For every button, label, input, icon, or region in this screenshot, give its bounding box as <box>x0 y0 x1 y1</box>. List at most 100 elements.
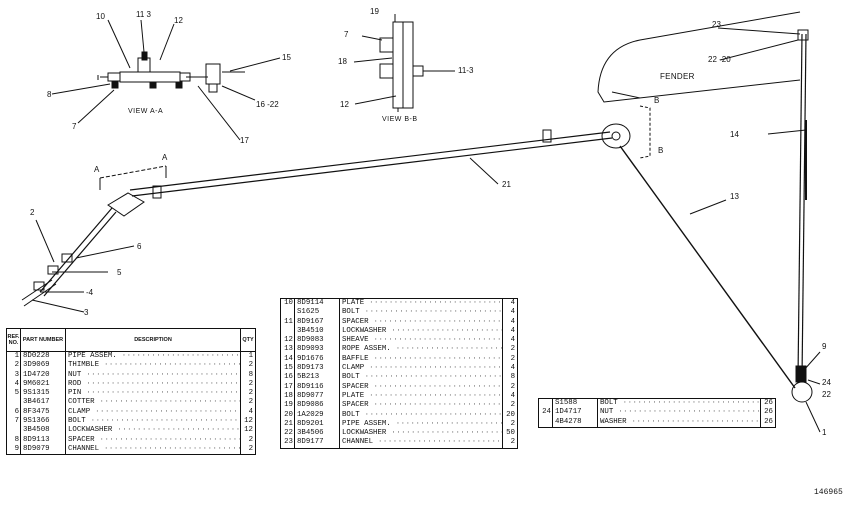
part-number-cell: 4B4278 <box>553 417 598 427</box>
ref-cell: 18 <box>281 391 295 402</box>
callout-4: -4 <box>86 288 94 297</box>
description-cell: THIMBLE ································… <box>66 361 241 371</box>
callout-9: 9 <box>822 342 827 351</box>
dot-leader: ········································ <box>103 444 240 453</box>
part-number-cell: 3B4506 <box>295 429 340 439</box>
callout-21: 21 <box>502 180 511 189</box>
description-cell: ROPE ASSEM. ····························… <box>340 345 503 355</box>
header-description: DESCRIPTION <box>66 329 241 351</box>
qty-cell: 4 <box>510 308 515 317</box>
ref-cell <box>7 398 21 408</box>
qty-cell: 26 <box>764 417 773 426</box>
view-aa-label: VIEW A-A <box>128 108 164 115</box>
part-number-cell: 3B4510 <box>295 326 340 337</box>
callout-a-left: A <box>94 165 100 174</box>
part-number-cell: 3B4617 <box>21 398 66 408</box>
part-number-cell: 8D9116 <box>295 382 340 392</box>
description-cell: SPACER ·································… <box>66 435 241 445</box>
dot-leader: ········································ <box>86 370 240 379</box>
qty-cell: 12 <box>244 426 253 435</box>
description-cell: BOLT ···································… <box>340 308 503 318</box>
dot-leader: ········································ <box>395 419 502 428</box>
description-cell: SHEAVE ·································… <box>340 336 503 346</box>
dot-leader: ········································ <box>369 299 503 307</box>
lower-rod-assembly <box>21 207 135 313</box>
callout-19: 19 <box>370 7 379 16</box>
callout-11-3b: 11-3 <box>458 66 474 75</box>
qty-cell: 4 <box>510 299 515 307</box>
description-cell: PIPE ASSEM. ····························… <box>66 352 241 362</box>
header-part-number: PART NUMBER <box>21 329 66 351</box>
description-cell: CHANNEL ································… <box>66 444 241 455</box>
callout-12: 12 <box>174 16 183 25</box>
ref-cell: 1 <box>7 352 21 362</box>
dot-leader: ········································ <box>364 373 503 382</box>
ref-cell: 9 <box>7 444 21 455</box>
callout-8: 8 <box>47 90 52 99</box>
dot-leader: ········································ <box>99 398 240 407</box>
part-number-cell: 9D1676 <box>295 354 340 365</box>
dot-leader: ········································ <box>117 426 241 435</box>
callout-b-top: B <box>654 96 660 105</box>
part-number-cell: 9S1366 <box>21 417 66 427</box>
part-number-cell: 8D9079 <box>21 444 66 455</box>
qty-cell: 2 <box>248 379 253 388</box>
callout-18: 18 <box>338 57 347 66</box>
description-cell: LOCKWASHER ·····························… <box>340 326 503 337</box>
part-number-cell: 8D0228 <box>21 352 66 362</box>
dot-leader: ········································ <box>395 345 502 354</box>
description-cell: BAFFLE ·································… <box>340 354 503 365</box>
ref-cell: 23 <box>281 438 295 448</box>
table-header: REF. NO. PART NUMBER DESCRIPTION QTY <box>7 329 255 352</box>
ref-cell: 11 <box>281 317 295 327</box>
part-number-cell: 8D9173 <box>295 364 340 374</box>
callout-b-bottom: B <box>658 146 664 155</box>
fender-outline <box>597 11 801 103</box>
description-cell: PIPE ASSEM. ····························… <box>340 419 503 430</box>
dot-leader: ········································ <box>631 417 760 426</box>
qty-cell: 12 <box>244 417 253 426</box>
part-number-cell: 8F3475 <box>21 407 66 418</box>
callout-14: 14 <box>730 130 739 139</box>
callout-2: 2 <box>30 208 35 217</box>
part-number-cell: S1588 <box>553 399 598 409</box>
description-cell: BOLT ···································… <box>598 399 761 409</box>
fender-label: FENDER <box>660 72 695 81</box>
description-cell: SPACER ·································… <box>340 317 503 327</box>
part-number-cell: 1A2029 <box>295 410 340 420</box>
rope-13 <box>619 145 796 389</box>
part-number-cell: S1625 <box>295 308 340 318</box>
callout-7b: 7 <box>344 30 349 39</box>
vertical-pipe <box>791 29 813 403</box>
ref-cell: 4 <box>7 379 21 390</box>
qty-cell: 20 <box>506 410 515 419</box>
description-cell: WASHER ·································… <box>598 417 761 427</box>
dot-leader: ········································ <box>373 336 502 345</box>
dot-leader: ········································ <box>86 389 240 398</box>
dot-leader: ········································ <box>364 410 503 419</box>
dot-leader: ········································ <box>391 429 502 438</box>
qty-cell: 1 <box>248 352 253 360</box>
description-cell: CHANNEL ································… <box>340 438 503 448</box>
qty-cell: 8 <box>248 370 253 379</box>
callout-1: 1 <box>822 428 827 437</box>
view-aa-assembly <box>51 19 281 141</box>
description-cell: COTTER ·································… <box>66 398 241 408</box>
header-qty: QTY <box>242 337 254 343</box>
